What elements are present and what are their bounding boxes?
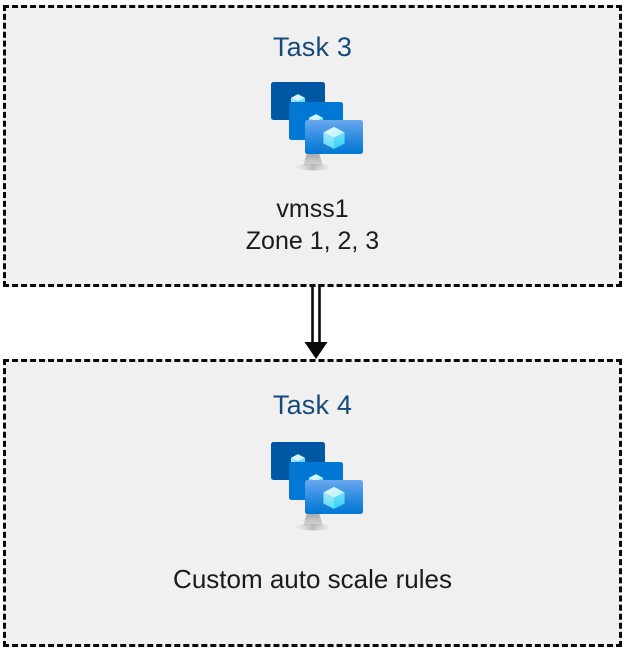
double-line-arrow-connector bbox=[296, 282, 336, 360]
task-box-task-3: Task 3 bbox=[3, 5, 622, 287]
caption-line: vmss1 bbox=[276, 195, 349, 223]
task-caption: Custom auto scale rules bbox=[173, 563, 452, 595]
task-caption: vmss1 Zone 1, 2, 3 bbox=[246, 193, 379, 257]
monitor-front bbox=[304, 480, 363, 514]
task-box-task-4: Task 4 bbox=[3, 359, 622, 647]
monitor-stand bbox=[295, 153, 330, 171]
azure-vm-scale-set-icon bbox=[257, 435, 369, 537]
azure-vm-scale-set-icon bbox=[257, 75, 369, 177]
monitor-stand bbox=[295, 513, 330, 531]
caption-line: Custom auto scale rules bbox=[173, 564, 452, 594]
task-title: Task 3 bbox=[272, 32, 353, 62]
task-title: Task 4 bbox=[272, 390, 353, 420]
monitor-front bbox=[304, 120, 363, 154]
caption-line: Zone 1, 2, 3 bbox=[245, 227, 380, 255]
